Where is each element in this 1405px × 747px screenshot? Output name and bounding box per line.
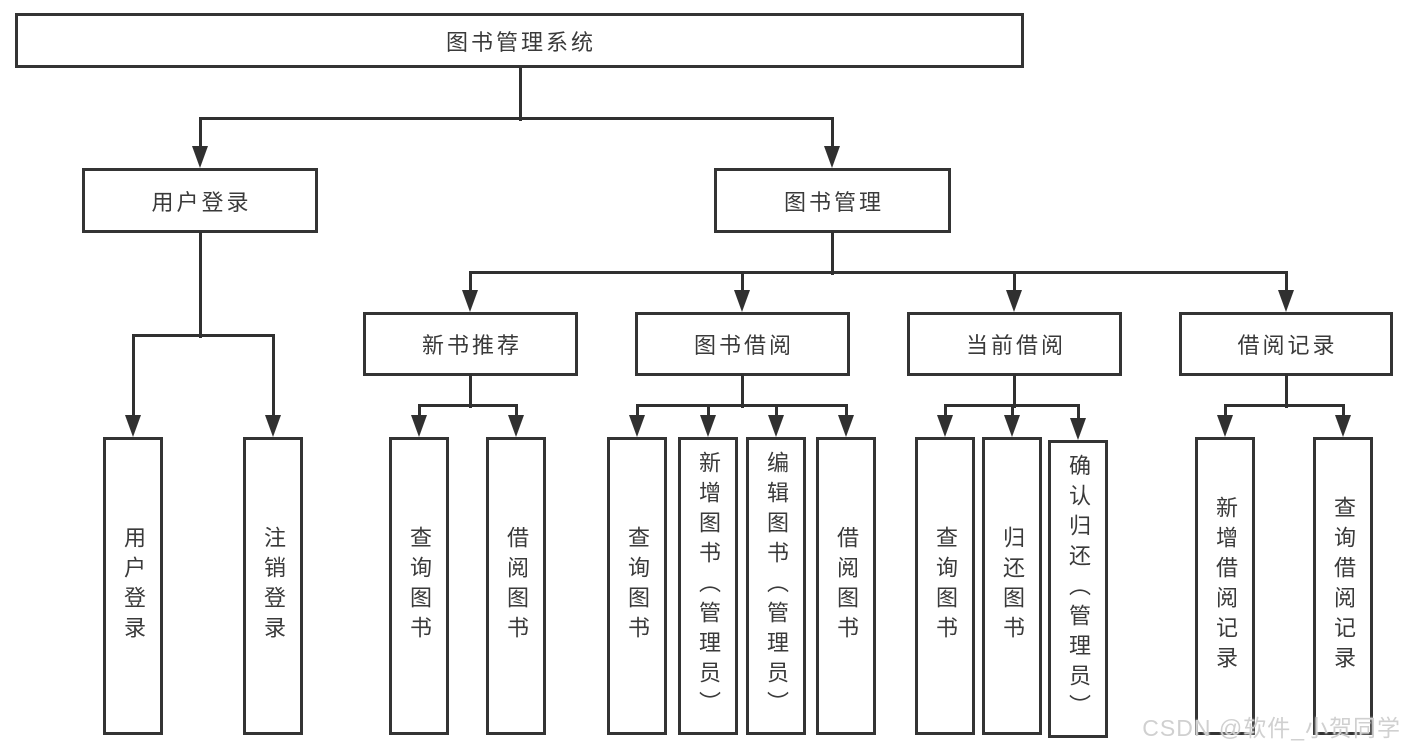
arrow-down-icon: [508, 415, 524, 437]
node-library-management-system: 图书管理系统: [15, 13, 1024, 68]
arrow-down-icon: [629, 415, 645, 437]
leaf-user-login: 用户登录: [103, 437, 163, 735]
arrow-down-icon: [768, 415, 784, 437]
connector-vertical-line: [831, 232, 834, 275]
connector-vertical-line: [272, 334, 275, 426]
arrow-down-icon: [125, 415, 141, 437]
arrow-down-icon: [192, 146, 208, 168]
connector-horizontal-line: [1224, 404, 1344, 407]
leaf-return-book: 归还图书: [982, 437, 1042, 735]
node-user-login: 用户登录: [82, 168, 318, 233]
connector-vertical-line: [199, 232, 202, 338]
arrow-down-icon: [462, 290, 478, 312]
arrow-down-icon: [1217, 415, 1233, 437]
connector-vertical-line: [199, 117, 202, 157]
leaf-query-borrow-record: 查询借阅记录: [1313, 437, 1373, 735]
connector-vertical-line: [831, 117, 834, 157]
arrow-down-icon: [824, 146, 840, 168]
arrow-down-icon: [734, 290, 750, 312]
arrow-down-icon: [1004, 415, 1020, 437]
connector-horizontal-line: [132, 334, 274, 337]
connector-vertical-line: [1013, 271, 1016, 301]
arrow-down-icon: [1335, 415, 1351, 437]
node-book-borrowing: 图书借阅: [635, 312, 850, 376]
arrow-down-icon: [1006, 290, 1022, 312]
leaf-edit-book-admin: 编辑图书（管理员）: [746, 437, 806, 735]
connector-horizontal-line: [418, 404, 517, 407]
connector-vertical-line: [1285, 374, 1288, 408]
connector-vertical-line: [1013, 374, 1016, 408]
connector-vertical-line: [741, 374, 744, 408]
connector-vertical-line: [519, 67, 522, 121]
connector-horizontal-line: [469, 271, 1287, 274]
arrow-down-icon: [838, 415, 854, 437]
arrow-down-icon: [700, 415, 716, 437]
node-current-borrowing: 当前借阅: [907, 312, 1122, 376]
leaf-add-book-admin: 新增图书（管理员）: [678, 437, 738, 735]
arrow-down-icon: [411, 415, 427, 437]
leaf-borrow-book-borrowing: 借阅图书: [816, 437, 876, 735]
connector-vertical-line: [1285, 271, 1288, 301]
connector-vertical-line: [132, 334, 135, 426]
arrow-down-icon: [937, 415, 953, 437]
leaf-logout: 注销登录: [243, 437, 303, 735]
connector-vertical-line: [469, 271, 472, 301]
leaf-query-book-recommend: 查询图书: [389, 437, 449, 735]
arrow-down-icon: [1278, 290, 1294, 312]
connector-vertical-line: [469, 374, 472, 408]
node-book-management: 图书管理: [714, 168, 951, 233]
leaf-query-book-current: 查询图书: [915, 437, 975, 735]
connector-vertical-line: [1077, 404, 1080, 429]
connector-vertical-line: [741, 271, 744, 301]
leaf-query-book-borrowing: 查询图书: [607, 437, 667, 735]
connector-horizontal-line: [199, 117, 833, 120]
arrow-down-icon: [1070, 418, 1086, 440]
arrow-down-icon: [265, 415, 281, 437]
node-new-book-recommend: 新书推荐: [363, 312, 578, 376]
leaf-borrow-book-recommend: 借阅图书: [486, 437, 546, 735]
leaf-add-borrow-record: 新增借阅记录: [1195, 437, 1255, 735]
node-borrowing-records: 借阅记录: [1179, 312, 1393, 376]
leaf-confirm-return-admin: 确认归还（管理员）: [1048, 440, 1108, 738]
